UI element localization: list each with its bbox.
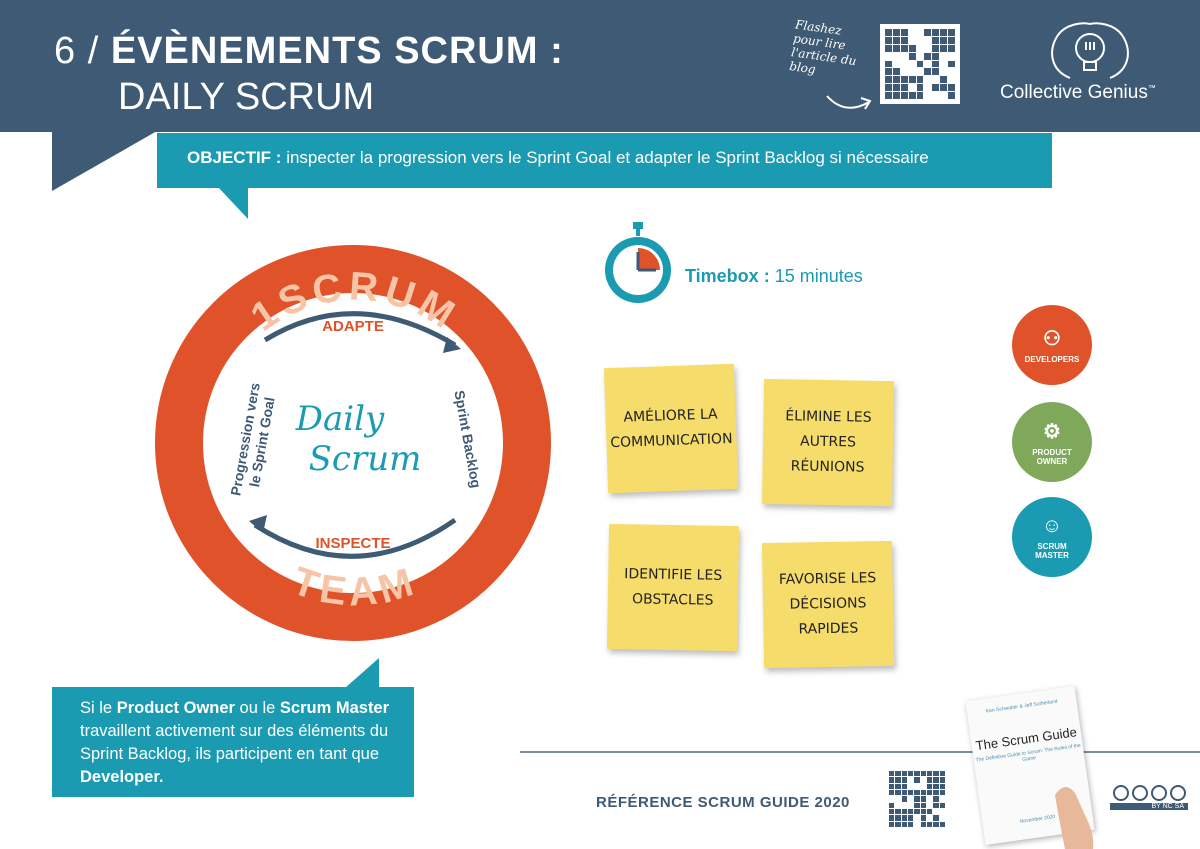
sticky-note: Identifie les obstacles <box>606 523 740 652</box>
arrow-icon <box>826 95 872 110</box>
note-tail <box>345 658 379 688</box>
scrum-guide-qr-code[interactable] <box>884 766 950 832</box>
page-title: 6 / ÉVÈNEMENTS SCRUM : <box>54 30 564 72</box>
ring-circle <box>155 245 551 641</box>
adapt-arrow <box>263 311 457 348</box>
collective-genius-logo-icon <box>1051 22 1129 79</box>
timebox: Timebox : 15 minutes <box>685 266 863 286</box>
hand-image <box>1055 786 1094 849</box>
blog-qr-code[interactable] <box>880 24 960 104</box>
sticky-note: Élimine les autres réunions <box>761 378 895 507</box>
scrum-team-ring: 1SCRUM TEAM ADAPTE INSPECTE Progression … <box>155 245 551 641</box>
header-band <box>0 0 1200 132</box>
head-puzzle-icon: ☺ <box>1041 514 1063 537</box>
role-product-owner: ⚙PRODUCT OWNER <box>1012 402 1092 482</box>
logo-text: Collective Genius™ <box>1000 82 1156 103</box>
objective-banner: OBJECTIF : inspecter la progression vers… <box>157 133 1052 188</box>
scrum-label: Scrum <box>309 439 422 479</box>
flash-text: Flashez pour lire l'article du blog <box>788 17 858 77</box>
cc-license-badge: BY NC SA <box>1110 785 1188 815</box>
ring-bottom-text: TEAM <box>287 559 423 615</box>
page-subtitle: DAILY SCRUM <box>118 76 375 118</box>
adapte-label: ADAPTE <box>322 318 384 335</box>
sticky-note: Favorise les décisions rapides <box>761 540 895 669</box>
role-scrum-master: ☺SCRUM MASTER <box>1012 497 1092 577</box>
developer-note: Si le Product Owner ou le Scrum Master t… <box>52 687 414 797</box>
cc-icons <box>1110 785 1188 801</box>
objective-tail <box>218 187 248 219</box>
sprint-backlog-label: Sprint Backlog <box>451 389 484 489</box>
header-tail <box>52 131 157 191</box>
reference-label: RÉFÉRENCE SCRUM GUIDE 2020 <box>596 794 850 811</box>
inspecte-label: INSPECTE <box>315 535 390 552</box>
role-developers: ⚇DEVELOPERS <box>1012 305 1092 385</box>
inspect-arrow <box>253 517 457 559</box>
stopwatch-icon <box>605 222 671 303</box>
sticky-note: Améliore la communication <box>603 363 739 494</box>
daily-label: Daily <box>295 399 385 439</box>
team-icon: ⚇ <box>1043 328 1061 350</box>
divider <box>520 751 1200 753</box>
head-gear-icon: ⚙ <box>1043 420 1061 443</box>
